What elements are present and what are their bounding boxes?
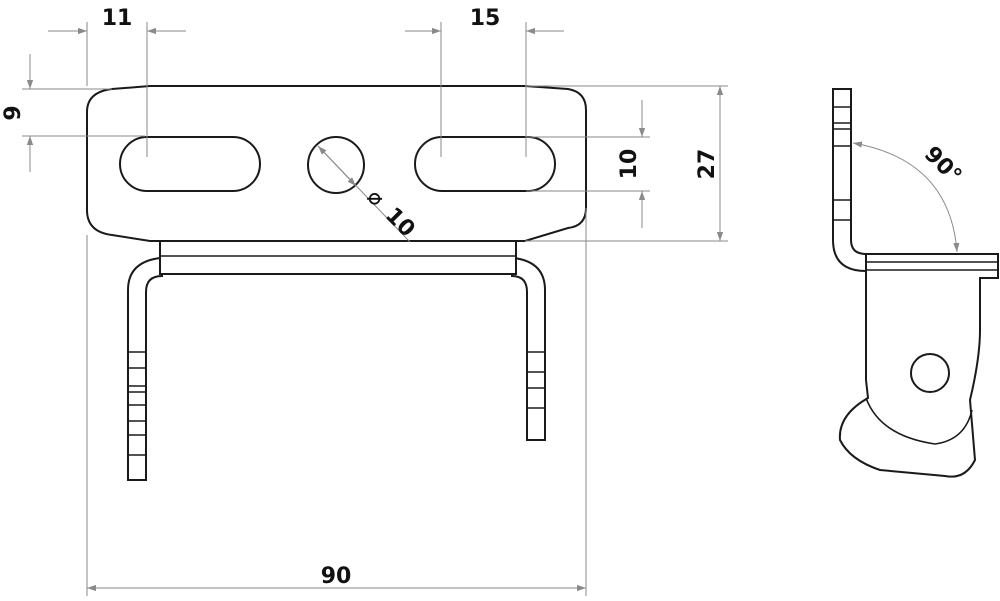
dim-15-label: 15 <box>470 6 501 31</box>
dim-90-label: 90 <box>321 564 352 589</box>
side-vertical-tab <box>832 88 867 273</box>
left-leg <box>127 257 163 481</box>
dim-90-degree-label: 90° <box>919 142 966 189</box>
front-view: 11 15 9 10 <box>1 6 728 596</box>
dim-overall-width: 90 <box>86 208 587 596</box>
right-slot <box>414 136 556 192</box>
dim-11-label: 11 <box>102 6 133 31</box>
side-hole <box>910 353 950 393</box>
dim-27-label: 27 <box>695 149 720 180</box>
leg-section-lines <box>128 351 545 456</box>
side-view: 90° <box>832 88 999 478</box>
dim-slot-height: 10 <box>526 100 650 228</box>
bend-strip <box>159 239 517 275</box>
left-slot <box>119 136 261 192</box>
dim-9-label: 9 <box>1 105 26 120</box>
dim-plate-height: 27 <box>525 85 728 242</box>
dim-slot-right-width: 15 <box>405 6 564 157</box>
dim-slot-left-width: 11 <box>48 6 186 157</box>
right-leg <box>511 257 546 441</box>
dim-slot-vertical-offset: 9 <box>1 54 145 172</box>
dim-bend-angle: 90° <box>852 141 966 253</box>
dim-10-slot-label: 10 <box>617 149 642 180</box>
side-tab-section-lines <box>833 106 851 221</box>
